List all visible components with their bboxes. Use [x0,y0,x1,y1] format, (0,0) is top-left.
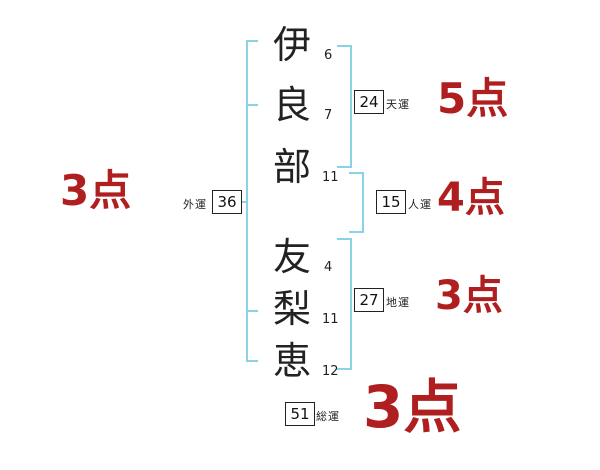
outer-bracket-tick-bottom [246,360,258,362]
name-char-6: 恵 [272,339,311,383]
total-luck-score: 3点 [363,373,462,441]
stroke-count-6: 12 [322,364,339,379]
outer-bracket-connector [239,201,246,203]
person-luck-label: 人運 [408,198,432,211]
stroke-count-2: 7 [324,108,333,123]
earth-bracket-line [350,238,352,370]
earth-bracket-tick-bottom [337,368,350,370]
stroke-count-3: 11 [322,170,339,185]
earth-bracket-tick-top [337,238,350,240]
stroke-count-4: 4 [324,260,333,275]
stroke-count-1: 6 [324,48,333,63]
outer-bracket-line [246,40,248,362]
stroke-count-5: 11 [322,312,339,327]
person-bracket-tick-top [349,172,362,174]
heaven-bracket-tick-top [337,45,350,47]
person-bracket-tick-bottom [349,231,362,233]
earth-luck-score: 3点 [435,273,503,319]
total-luck-label: 総運 [316,410,340,423]
outer-luck-label: 外運 [183,198,207,211]
heaven-bracket-line [350,45,352,168]
outer-bracket-tick-top [246,40,258,42]
name-char-5: 梨 [272,287,311,331]
outer-luck-score: 3点 [60,166,132,215]
outer-luck-value-box: 36 [212,190,242,214]
outer-bracket-tick-lower [246,310,258,312]
person-luck-score: 4点 [437,175,505,221]
heaven-bracket-tick-bottom [337,166,350,168]
person-bracket-line [362,172,364,233]
person-luck-value-box: 15 [376,190,406,214]
name-char-3: 部 [272,145,311,189]
total-luck-value-box: 51 [285,402,315,426]
heaven-luck-score: 5点 [437,74,509,123]
earth-luck-value-box: 27 [354,288,384,312]
earth-luck-label: 地運 [386,296,410,309]
outer-bracket-tick-upper [246,104,258,106]
name-char-4: 友 [272,235,311,279]
heaven-luck-label: 天運 [386,98,410,111]
name-char-2: 良 [272,83,311,127]
heaven-luck-value-box: 24 [354,90,384,114]
name-char-1: 伊 [272,23,311,67]
